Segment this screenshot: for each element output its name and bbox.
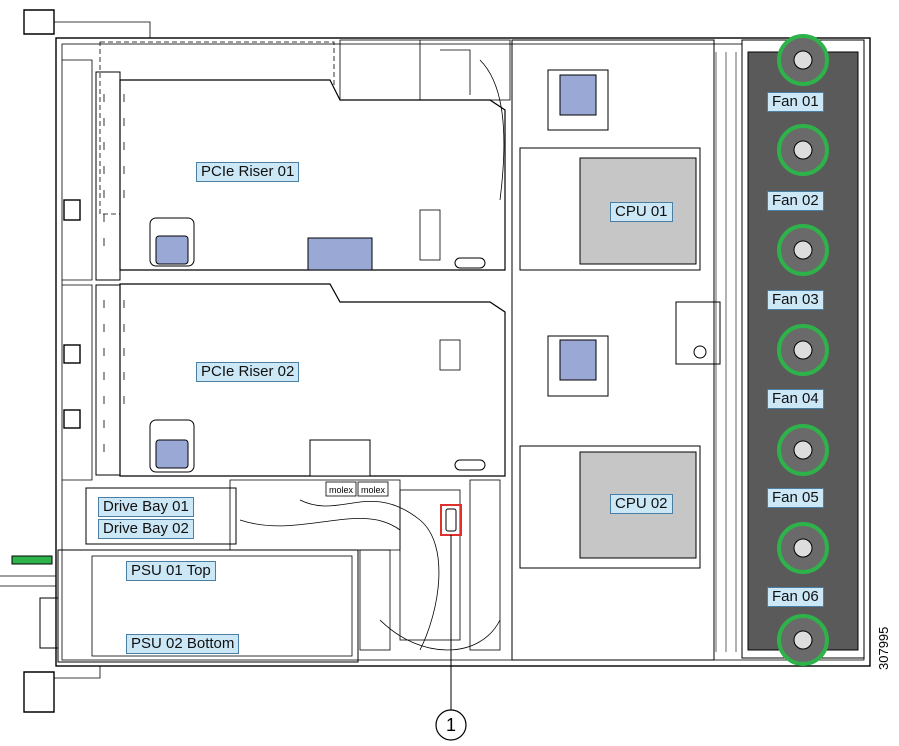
- fan-hub-5: [793, 440, 813, 460]
- psu-01-label: PSU 01 Top: [126, 561, 216, 581]
- fan-06-label: Fan 06: [767, 587, 824, 607]
- fan-05-label: Fan 05: [767, 488, 824, 508]
- fan-hub-7: [793, 630, 813, 650]
- pcie-riser-01: [95, 41, 506, 281]
- drive-bay-02-label: Drive Bay 02: [98, 519, 194, 539]
- fan-hub-4: [793, 340, 813, 360]
- figure-number: 307995: [876, 626, 891, 670]
- fan-hub-6: [793, 538, 813, 558]
- fan-hub-2: [793, 140, 813, 160]
- fan-01-label: Fan 01: [767, 92, 824, 112]
- psu-area: [0, 487, 359, 663]
- chassis-outline: [23, 9, 871, 713]
- cpu-area: [511, 39, 737, 661]
- molex-connector-labels: molex molex: [329, 485, 386, 495]
- fan-02-label: Fan 02: [767, 191, 824, 211]
- fan-hub-1: [793, 50, 813, 70]
- motherboard-area: [229, 39, 511, 651]
- fan-rotors: [777, 34, 829, 666]
- molex-label: molex: [329, 485, 354, 495]
- riser-01-latch[interactable]: [149, 217, 195, 267]
- callout-number: 1: [445, 715, 456, 735]
- pcie-riser-02-label: PCIe Riser 02: [196, 362, 300, 382]
- fan-04-label: Fan 04: [767, 389, 824, 409]
- pcie-riser-02: [95, 283, 506, 477]
- riser-02-latch[interactable]: [149, 419, 195, 473]
- drive-bay-01-label: Drive Bay 01: [98, 497, 194, 517]
- pcie-riser-01-label: PCIe Riser 01: [196, 162, 300, 182]
- fan-bay: [741, 34, 865, 666]
- molex-label: molex: [361, 485, 386, 495]
- fan-03-label: Fan 03: [767, 290, 824, 310]
- highlighted-connector: [435, 504, 467, 741]
- cpu-01-label: CPU 01: [610, 202, 673, 222]
- fan-hub-3: [793, 240, 813, 260]
- psu-02-label: PSU 02 Bottom: [126, 634, 240, 654]
- cpu-02-label: CPU 02: [610, 494, 673, 514]
